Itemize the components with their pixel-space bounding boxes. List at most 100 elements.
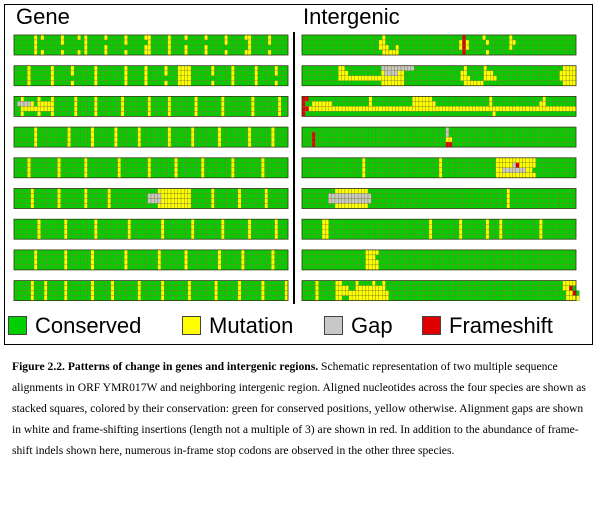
alignment-cell [341,106,346,112]
alignment-cell [271,70,275,76]
alignment-block-intergenic-6 [301,188,577,209]
alignment-cell [515,39,520,46]
alignment-cell [214,280,219,286]
alignment-cell [124,157,128,163]
alignment-cell [164,172,168,178]
alignment-cell [37,224,41,230]
alignment-cell [177,75,182,81]
alignment-cell [150,219,155,225]
alignment-cell [104,131,108,138]
alignment-cell [70,188,75,194]
alignment-cell [214,44,219,51]
alignment-cell [137,219,142,225]
alignment-cell [305,126,309,133]
alignment-cell [50,290,55,296]
alignment-cell [23,111,28,117]
alignment-cell [414,193,418,199]
alignment-cell [231,188,235,194]
alignment-cell [47,44,51,51]
alignment-cell [90,126,95,133]
alignment-cell [388,111,393,117]
alignment-cell [43,34,48,41]
alignment-cell [144,126,148,133]
alignment-cell [107,280,112,286]
alignment-cell [251,106,255,112]
alignment-cell [308,203,313,209]
alignment-cell [180,96,185,102]
alignment-cell [83,131,88,138]
alignment-cell [473,70,478,76]
alignment-cell [281,162,285,168]
alignment-cell [335,219,339,225]
alignment-cell [277,198,282,204]
alignment-cell [130,162,135,168]
alignment-cell [348,131,353,138]
alignment-cell [147,264,152,271]
alignment-cell [227,44,232,51]
alignment-cell [87,141,92,148]
alignment-cell [137,295,142,301]
alignment-cell [63,167,68,173]
alignment-cell [214,172,219,178]
alignment-cell [100,285,105,291]
alignment-cell [418,39,423,46]
alignment-cell [257,80,262,86]
alignment-cell [513,193,517,199]
alignment-cell [60,162,65,168]
alignment-cell [127,224,132,230]
alignment-cell [110,70,115,76]
alignment-cell [536,188,540,194]
alignment-cell [321,65,326,71]
alignment-cell [170,157,175,163]
alignment-cell [378,131,383,138]
alignment-cell [124,136,128,143]
alignment-cell [423,70,428,76]
alignment-cell [140,136,145,143]
alignment-cell [97,80,102,86]
alignment-cell [94,65,98,71]
alignment-cell [160,203,165,209]
alignment-cell [40,157,45,163]
alignment-cell [33,234,38,240]
alignment-cell [30,106,35,112]
alignment-cell [33,49,38,56]
alignment-cell [549,44,553,51]
alignment-cell [170,198,175,204]
alignment-cell [445,44,450,51]
alignment-cell [83,290,88,296]
alignment-cell [328,44,333,51]
alignment-cell [164,295,168,301]
alignment-cell [107,106,112,112]
alignment-cell [565,188,570,194]
alignment-cell [70,203,75,209]
alignment-cell [516,188,521,194]
alignment-cell [361,39,366,46]
alignment-cell [217,34,222,41]
alignment-cell [210,234,215,240]
alignment-cell [508,106,513,112]
alignment-cell [472,157,476,163]
alignment-cell [231,80,235,86]
alignment-cell [496,70,501,76]
alignment-cell [207,290,212,296]
alignment-cell [251,229,255,235]
alignment-cell [402,126,406,133]
alignment-cell [398,172,403,178]
alignment-cell [271,264,275,271]
alignment-cell [478,106,483,112]
alignment-cell [488,101,493,107]
alignment-cell [247,234,252,240]
alignment-cell [160,229,165,235]
alignment-cell [140,280,145,286]
alignment-cell [565,101,570,107]
alignment-cell [20,34,25,41]
alignment-cell [398,167,403,173]
alignment-cell [114,224,118,230]
alignment-cell [83,49,88,56]
alignment-cell [207,259,212,266]
alignment-cell [354,70,359,76]
alignment-cell [395,219,400,225]
alignment-cell [458,141,463,148]
alignment-cell [200,234,205,240]
alignment-cell [305,193,309,199]
